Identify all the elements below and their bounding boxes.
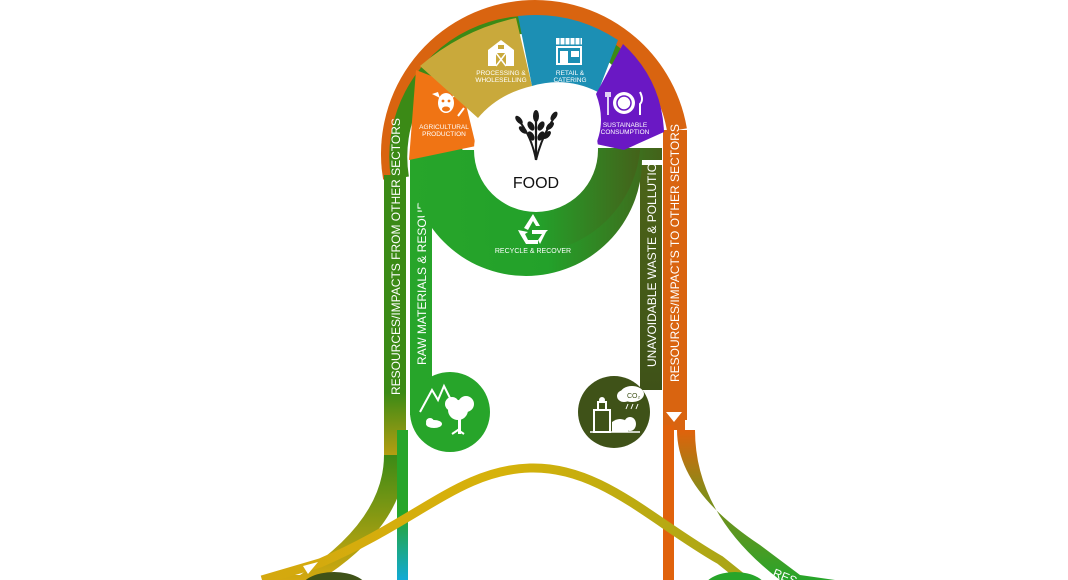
segment-label-line2: WHOLESELLING xyxy=(475,77,526,84)
bottom-left-node-partial xyxy=(305,572,363,580)
flow-arrow-head xyxy=(666,412,682,422)
bottom-right-node-partial xyxy=(708,572,762,580)
flow-outer-right-label: RESOURCES/IMPACTS TO OTHER SECTORS xyxy=(668,124,682,382)
segment-label-line2: PRODUCTION xyxy=(422,131,466,138)
segment-processing-wholeselling[interactable]: PROCESSING & WHOLESELLING xyxy=(420,18,532,118)
waste-co2-icon: CO₂ xyxy=(590,386,644,433)
segment-label-line1: PROCESSING & xyxy=(476,70,526,77)
shop-icon xyxy=(556,38,582,65)
flow-outer-right: RESOURCES/IMPACTS TO OTHER SECTORS RES xyxy=(663,124,835,580)
segment-label-line2: CONSUMPTION xyxy=(601,129,650,136)
food-title: FOOD xyxy=(513,175,559,192)
flow-inner-left: RAW MATERIALS & RESOURCES xyxy=(397,160,432,580)
flow-inner-right-label: UNAVOIDABLE WASTE & POLLUTION xyxy=(645,154,659,367)
segment-label-line1: RETAIL & xyxy=(556,70,585,77)
resources-node[interactable] xyxy=(410,372,490,452)
flow-inner-right: UNAVOIDABLE WASTE & POLLUTION xyxy=(640,154,662,390)
recycle-icon xyxy=(518,214,548,244)
segment-label-line2: CATERING xyxy=(553,77,586,84)
cow-icon xyxy=(432,92,465,117)
segment-label-line1: AGRICULTURAL xyxy=(419,124,469,131)
food-center: FOOD xyxy=(474,88,598,212)
segment-retail-catering[interactable]: RETAIL & CATERING xyxy=(518,15,618,92)
nature-icon xyxy=(419,383,474,435)
waste-node[interactable]: CO₂ xyxy=(578,376,650,448)
co2-label: CO₂ xyxy=(627,393,641,400)
curve-arrow-head xyxy=(303,562,318,574)
bell-curve-flow xyxy=(260,463,748,580)
wheat-icon xyxy=(515,110,558,161)
flow-outer-left-label: RESOURCES/IMPACTS FROM OTHER SECTORS xyxy=(389,118,403,395)
recycle-label: RECYCLE & RECOVER xyxy=(495,248,571,255)
segment-sustainable-consumption[interactable]: SUSTAINABLE CONSUMPTION xyxy=(596,44,664,150)
flow-inner-left-label: RAW MATERIALS & RESOURCES xyxy=(415,176,429,365)
plate-icon xyxy=(605,91,643,115)
segment-label-line1: SUSTAINABLE xyxy=(603,122,648,129)
flow-outer-left: RESOURCES/IMPACTS FROM OTHER SECTORS xyxy=(270,118,406,580)
barn-icon xyxy=(488,40,514,67)
